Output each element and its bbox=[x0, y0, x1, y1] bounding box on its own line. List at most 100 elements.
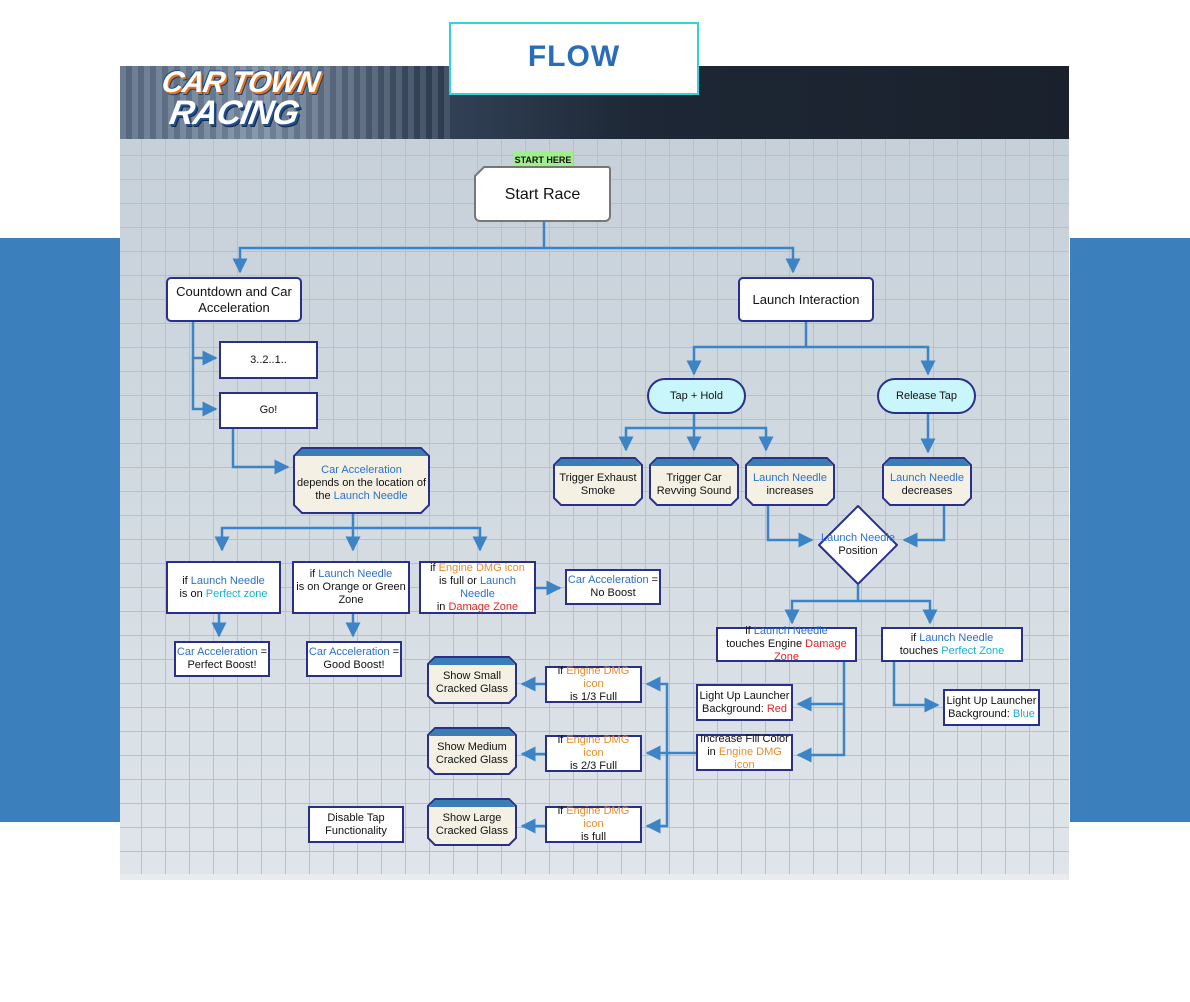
good-boost-node: Car Acceleration = Good Boost! bbox=[306, 641, 402, 677]
release-tap-node: Release Tap bbox=[877, 378, 976, 414]
tap-hold-node: Tap + Hold bbox=[647, 378, 746, 414]
ln-pos-b: Position bbox=[838, 545, 877, 557]
ed-in: in bbox=[437, 601, 446, 613]
perfect-boost-node: Car Acceleration =Perfect Boost! bbox=[174, 641, 270, 677]
gb-c: Good Boost! bbox=[323, 659, 384, 671]
perfect-is-on: is on bbox=[179, 588, 202, 600]
connector bbox=[694, 428, 766, 450]
fc-b: in bbox=[707, 746, 716, 758]
og-rest: is on Orange or Green Zone bbox=[296, 581, 405, 606]
connector bbox=[193, 358, 216, 409]
connector bbox=[544, 248, 793, 272]
og-if: if bbox=[310, 568, 316, 580]
dmg-full-condition: if Engine DMG iconis full bbox=[545, 806, 642, 843]
dmg-two-third-condition: if Engine DMG iconis 2/3 Full bbox=[545, 735, 642, 772]
d13-if: if bbox=[558, 665, 564, 677]
nb-a: Car Acceleration bbox=[568, 574, 649, 586]
df-rest: is full bbox=[581, 831, 606, 843]
fill-color-node: Increase Fill Colorin Engine DMG icon bbox=[696, 734, 793, 771]
start-race-node: Start Race bbox=[474, 166, 611, 223]
og-ln: Launch Needle bbox=[318, 568, 392, 580]
car-accel-label-c: Launch Needle bbox=[334, 490, 408, 502]
small-glass-node: Show Small Cracked Glass bbox=[427, 656, 517, 704]
perfect-if: if bbox=[182, 575, 188, 587]
gb-a: Car Acceleration bbox=[309, 646, 390, 658]
large-glass-label: Show Large Cracked Glass bbox=[427, 806, 517, 838]
launch-interaction-node: Launch Interaction bbox=[738, 277, 874, 322]
d13-rest: is 1/3 Full bbox=[570, 691, 617, 703]
release-label: Release Tap bbox=[896, 390, 957, 403]
count-321-node: 3..2..1.. bbox=[219, 341, 318, 379]
connector bbox=[353, 528, 480, 550]
nb-b: = bbox=[652, 574, 658, 586]
td-touches: touches Engine bbox=[726, 638, 802, 650]
go-node: Go! bbox=[219, 392, 318, 429]
no-boost-node: Car Acceleration =No Boost bbox=[565, 569, 661, 605]
ln-pos-a: Launch Needle bbox=[821, 532, 895, 544]
connector bbox=[240, 222, 544, 272]
medium-glass-label: Show Medium Cracked Glass bbox=[427, 735, 517, 767]
connector bbox=[222, 513, 353, 550]
car-accel-label-a: Car Acceleration bbox=[321, 464, 402, 476]
ed-full-or: is full or bbox=[439, 575, 477, 587]
exhaust-smoke-node: Trigger Exhaust Smoke bbox=[553, 457, 643, 506]
disable-tap-label: Disable Tap Functionality bbox=[310, 812, 402, 838]
gb-b: = bbox=[393, 646, 399, 658]
ln-inc-a: Launch Needle bbox=[753, 472, 827, 484]
countdown-label: Countdown and Car Acceleration bbox=[168, 284, 300, 316]
medium-glass-node: Show Medium Cracked Glass bbox=[427, 727, 517, 775]
connector bbox=[894, 661, 938, 705]
fc-c: Engine DMG icon bbox=[719, 746, 782, 771]
tp-touches: touches bbox=[900, 645, 939, 657]
connector bbox=[858, 601, 930, 623]
pb-b: = bbox=[261, 646, 267, 658]
small-glass-label: Show Small Cracked Glass bbox=[427, 664, 517, 696]
tap-hold-label: Tap + Hold bbox=[670, 390, 723, 403]
revving-label: Trigger Car Revving Sound bbox=[649, 466, 739, 498]
connector bbox=[798, 661, 844, 755]
connector bbox=[193, 321, 216, 358]
d23-rest: is 2/3 Full bbox=[570, 760, 617, 772]
large-glass-node: Show Large Cracked Glass bbox=[427, 798, 517, 846]
td-ln: Launch Needle bbox=[754, 625, 828, 637]
perfect-zone-text: Perfect zone bbox=[206, 588, 268, 600]
ed-icon: Engine DMG icon bbox=[439, 562, 525, 574]
tp-if: if bbox=[911, 632, 917, 644]
pb-c: Perfect Boost! bbox=[187, 659, 256, 671]
light-blue-node: Light Up Launcher Background: Blue bbox=[943, 689, 1040, 726]
d23-if: if bbox=[558, 734, 564, 746]
lb-b: Blue bbox=[1013, 708, 1035, 720]
lr-b: Red bbox=[767, 703, 787, 715]
ed-zone: Damage Zone bbox=[448, 601, 518, 613]
connector bbox=[626, 413, 694, 450]
ln-inc-b: increases bbox=[766, 485, 813, 497]
needle-increases-node: Launch Needleincreases bbox=[745, 457, 835, 506]
df-if: if bbox=[558, 805, 564, 817]
light-red-node: Light Up Launcher Background: Red bbox=[696, 684, 793, 721]
fc-a: Increase Fill Color bbox=[700, 733, 789, 745]
exhaust-label: Trigger Exhaust Smoke bbox=[553, 466, 643, 498]
connector bbox=[768, 505, 812, 540]
df-icon: Engine DMG icon bbox=[566, 805, 629, 830]
revving-sound-node: Trigger Car Revving Sound bbox=[649, 457, 739, 506]
connector bbox=[904, 505, 944, 540]
ed-if: if bbox=[430, 562, 436, 574]
connector bbox=[792, 585, 858, 623]
td-if: if bbox=[745, 625, 751, 637]
disable-tap-node: Disable Tap Functionality bbox=[308, 806, 404, 843]
go-label: Go! bbox=[260, 404, 278, 417]
tp-ln: Launch Needle bbox=[919, 632, 993, 644]
d23-icon: Engine DMG icon bbox=[566, 734, 629, 759]
connector bbox=[647, 684, 696, 753]
countdown-node: Countdown and Car Acceleration bbox=[166, 277, 302, 322]
ln-dec-b: decreases bbox=[902, 485, 953, 497]
connector bbox=[647, 753, 667, 826]
